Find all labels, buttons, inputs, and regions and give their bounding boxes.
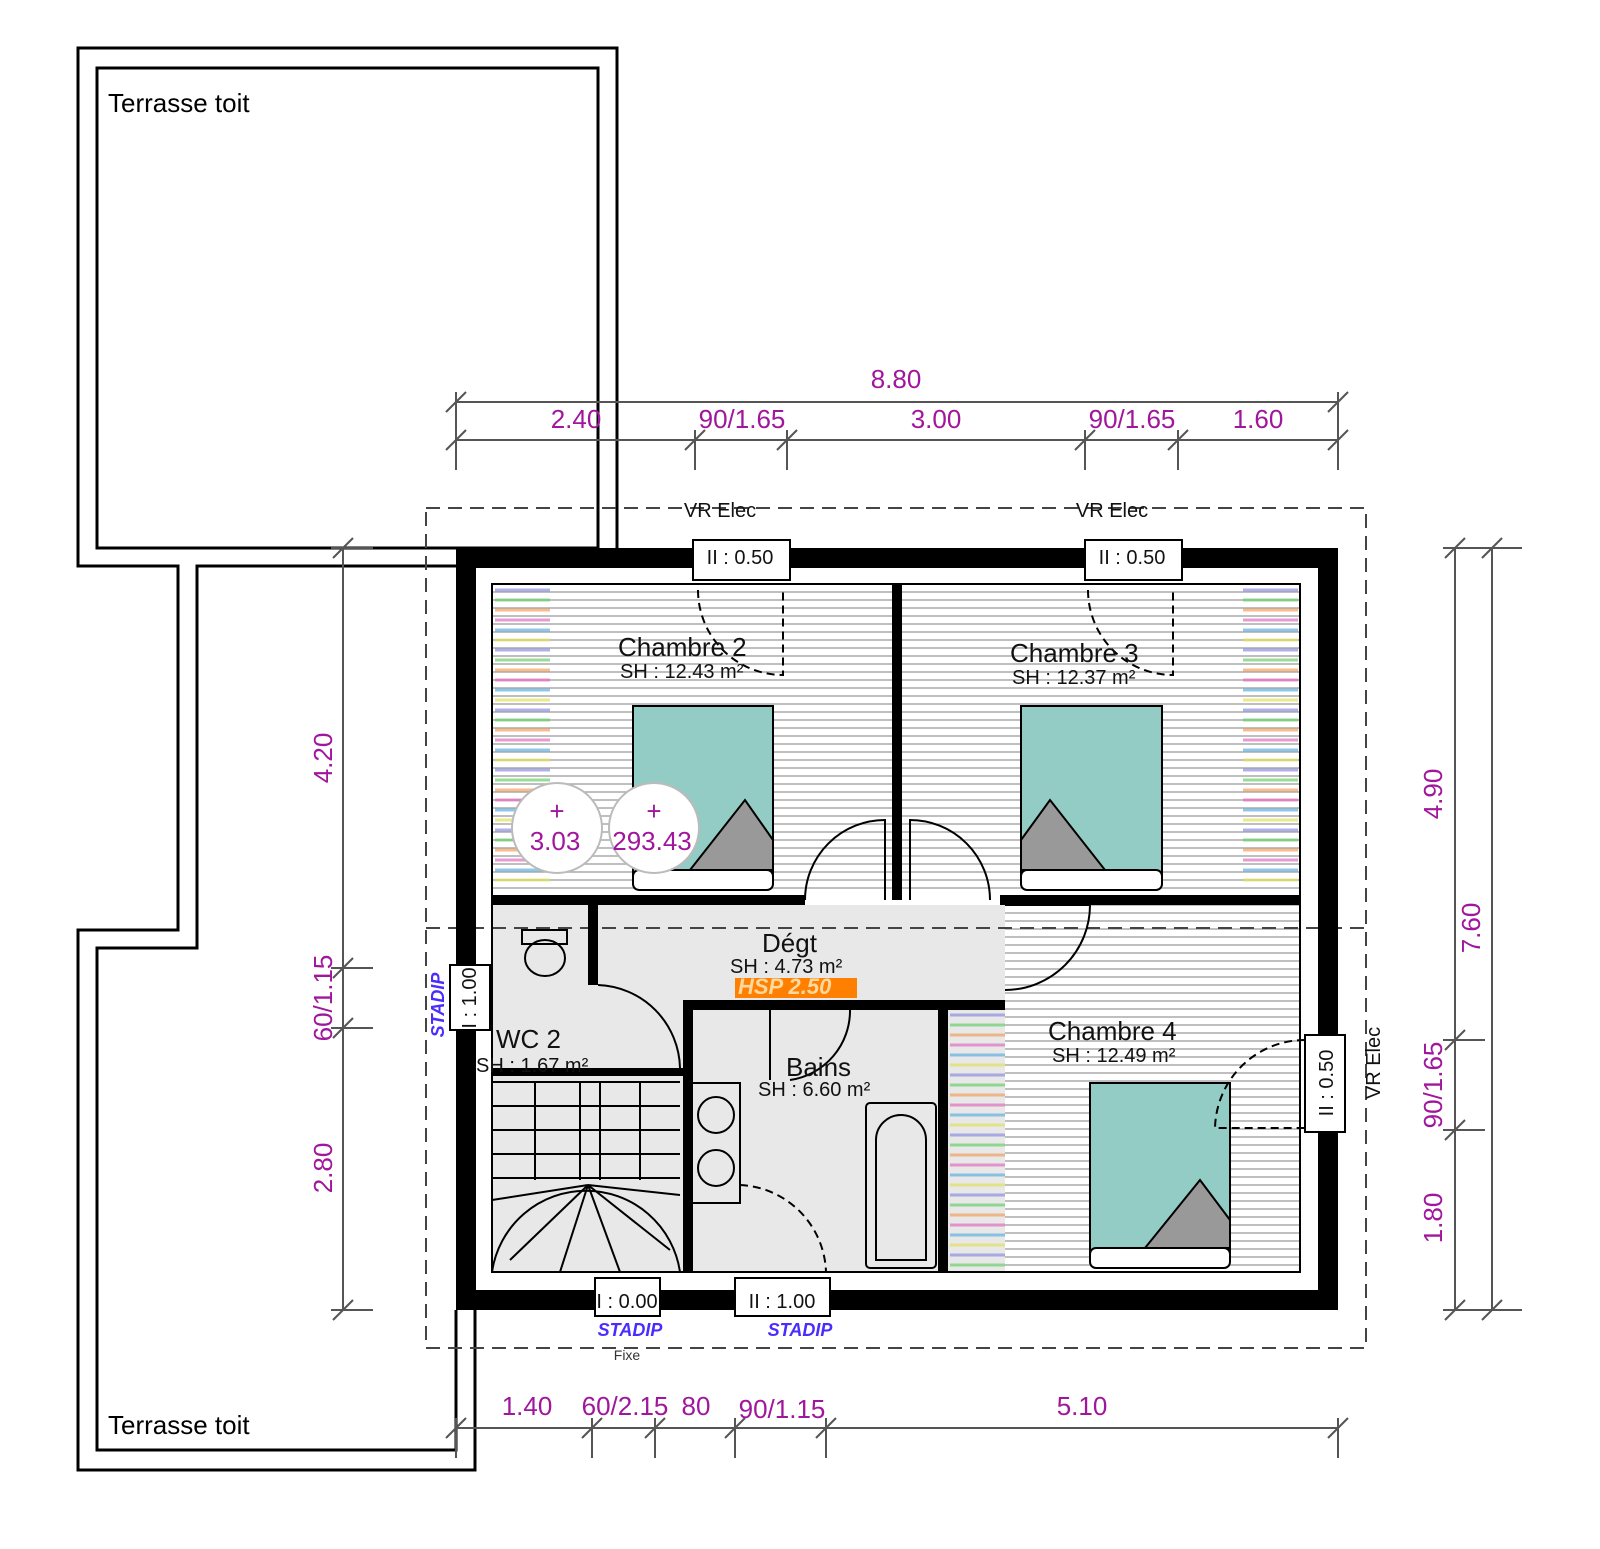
dimension-label: 80	[682, 1391, 711, 1421]
window-glass: STADIP	[768, 1320, 834, 1340]
dimension-lines	[331, 391, 1522, 1458]
dimension-label: 2.80	[308, 1143, 338, 1194]
room-name: Chambre 4	[1048, 1016, 1177, 1046]
marker-value: 3.03	[530, 826, 581, 856]
window-glass: STADIP	[598, 1320, 664, 1340]
walls	[456, 548, 1338, 1310]
bed-chambre-4	[1089, 1082, 1231, 1269]
dimension-label: 1.40	[502, 1391, 553, 1421]
dimension-label: 60/2.15	[582, 1391, 669, 1421]
level-marker: + 3.03	[511, 782, 603, 874]
room-name: Chambre 3	[1010, 638, 1139, 668]
svg-text:+: +	[549, 796, 564, 826]
dimension-label: 60/1.15	[308, 955, 338, 1042]
hsp-label: HSP 2.50	[738, 974, 832, 999]
hsp-badge	[735, 978, 857, 998]
doors	[597, 589, 1306, 1273]
window-label: VR Elec	[684, 500, 756, 522]
window-value: II : 0.50	[707, 547, 774, 569]
dimension-label: 4.90	[1418, 769, 1448, 820]
dimension-label: 90/1.65	[1418, 1042, 1448, 1129]
room-name: WC 2	[496, 1024, 561, 1054]
dimension-label: 90/1.65	[699, 404, 786, 434]
window-label: VR Elec	[1076, 500, 1148, 522]
room-area: SH : 12.37 m²	[1012, 667, 1136, 689]
window-value: II : 1.00	[749, 1291, 816, 1313]
staircase	[491, 1081, 681, 1273]
dimension-top-total: 8.80	[871, 364, 922, 394]
dimension-label: 1.60	[1233, 404, 1284, 434]
bathtub	[865, 1102, 937, 1269]
bed-chambre-3	[1020, 705, 1163, 891]
sinks	[691, 1082, 741, 1204]
windows	[449, 539, 1346, 1317]
dimension-label: 90/1.65	[1089, 404, 1176, 434]
roof-outline-dashed	[425, 507, 1367, 1349]
dimension-label: 3.00	[911, 404, 962, 434]
room-area: SH : 4.73 m²	[730, 956, 843, 978]
dimension-label: 90/1.15	[739, 1394, 826, 1424]
window-value: I : 0.00	[596, 1291, 657, 1313]
beds	[632, 705, 1231, 1269]
window-glass: STADIP	[428, 972, 448, 1038]
dimension-label: 5.10	[1057, 1391, 1108, 1421]
dimension-right-total: 7.60	[1456, 903, 1486, 954]
window-value: II : 0.50	[1099, 547, 1166, 569]
floor-hatching	[492, 583, 1300, 1272]
marker-value: 293.43	[612, 826, 692, 856]
terrace-label: Terrasse toit	[108, 1410, 250, 1440]
room-name: Bains	[786, 1052, 851, 1082]
dimension-label: 1.80	[1418, 1193, 1448, 1244]
dimension-label: 4.20	[308, 733, 338, 784]
room-area: SH : 1.67 m²	[476, 1055, 589, 1077]
room-name: Dégt	[762, 928, 818, 958]
level-marker: + 293.43	[608, 782, 700, 874]
room-name: Chambre 2	[618, 632, 747, 662]
room-area: SH : 12.49 m²	[1052, 1045, 1176, 1067]
inner-wall-line	[491, 583, 1301, 1273]
dimension-label: 2.40	[551, 404, 602, 434]
window-label: VR Elec	[1363, 1027, 1385, 1099]
window-value: I : 1.00	[459, 967, 481, 1028]
room-area: SH : 6.60 m²	[758, 1079, 871, 1101]
terrace-label: Terrasse toit	[108, 88, 250, 118]
room-area: SH : 12.43 m²	[620, 661, 744, 683]
svg-text:+: +	[646, 796, 661, 826]
toilet	[521, 929, 568, 977]
window-note: Fixe	[614, 1347, 641, 1363]
window-value: II : 0.50	[1316, 1050, 1338, 1117]
